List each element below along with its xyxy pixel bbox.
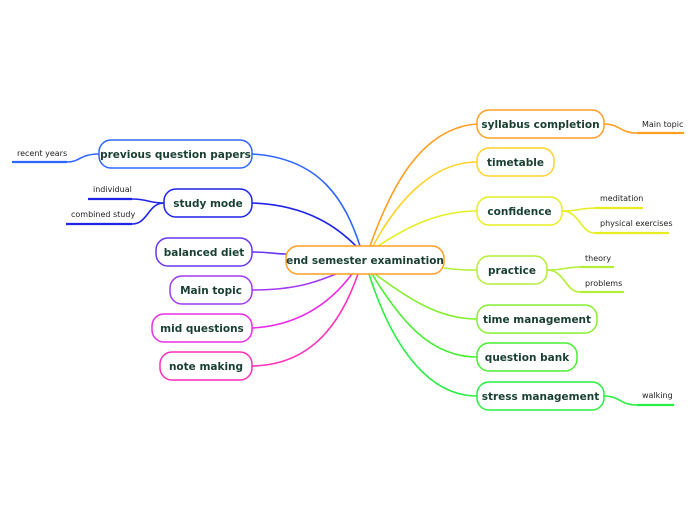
leaf-theory[interactable]: theory: [585, 254, 611, 263]
node-question-bank[interactable]: question bank: [476, 342, 578, 372]
leaf-physical-exercises[interactable]: physical exercises: [600, 219, 673, 228]
node-stress-management[interactable]: stress management: [476, 381, 605, 411]
leaf-problems[interactable]: problems: [585, 279, 622, 288]
svg-text:previous question papers: previous question papers: [100, 149, 251, 161]
leaf-individual[interactable]: individual: [93, 185, 132, 194]
svg-text:Main topic: Main topic: [180, 285, 242, 297]
svg-text:balanced diet: balanced diet: [164, 247, 245, 259]
svg-text:syllabus completion: syllabus completion: [481, 119, 599, 131]
node-time-management[interactable]: time management: [476, 304, 598, 334]
svg-text:note making: note making: [169, 361, 243, 373]
edge-main-topic: [251, 273, 337, 291]
edge-problems: [546, 269, 581, 293]
svg-text:question bank: question bank: [485, 352, 570, 364]
leaf-main-topic[interactable]: Main topic: [642, 120, 683, 129]
edge-walking: [603, 395, 638, 406]
node-syllabus-completion[interactable]: syllabus completion: [476, 109, 605, 139]
node-previous-question-papers[interactable]: previous question papers: [98, 139, 253, 169]
edge-physical-exercises: [561, 210, 596, 234]
node-main-topic[interactable]: Main topic: [169, 275, 253, 305]
node-note-making[interactable]: note making: [159, 351, 253, 381]
central-topic[interactable]: end semester examination: [285, 245, 445, 275]
edge-mid-questions: [251, 273, 353, 329]
edge-combined-study: [131, 202, 165, 225]
edge-note-making: [251, 273, 359, 367]
node-practice[interactable]: practice: [476, 255, 548, 285]
node-confidence[interactable]: confidence: [476, 196, 563, 226]
edge-practice: [443, 267, 478, 271]
edge-main-topic-leaf: [603, 123, 638, 134]
leaf-walking[interactable]: walking: [642, 391, 673, 400]
edge-meditation: [561, 207, 596, 212]
edge-theory: [546, 266, 581, 271]
node-balanced-diet[interactable]: balanced diet: [155, 237, 253, 267]
node-mid-questions[interactable]: mid questions: [151, 313, 253, 343]
leaf-recent-years[interactable]: recent years: [17, 149, 67, 158]
svg-text:confidence: confidence: [487, 206, 551, 218]
central-topic-label: end semester examination: [286, 255, 444, 267]
leaf-combined-study[interactable]: combined study: [71, 210, 135, 219]
edge-individual: [131, 198, 165, 204]
edge-question-bank: [371, 273, 478, 358]
svg-text:practice: practice: [488, 265, 536, 277]
edge-balanced-diet: [251, 251, 287, 255]
leaf-meditation[interactable]: meditation: [600, 194, 643, 203]
edge-stress-management: [368, 273, 478, 397]
edge-study-mode: [251, 202, 357, 247]
node-study-mode[interactable]: study mode: [163, 188, 253, 218]
edge-syllabus-completion: [369, 123, 478, 247]
svg-text:time management: time management: [483, 314, 591, 326]
edge-recent-years: [66, 153, 100, 163]
svg-text:timetable: timetable: [487, 157, 544, 169]
edge-confidence: [377, 210, 478, 247]
edge-time-management: [374, 273, 478, 320]
edge-previous-question-papers: [251, 153, 361, 247]
edge-timetable: [372, 161, 478, 247]
svg-text:mid questions: mid questions: [160, 323, 244, 335]
node-timetable[interactable]: timetable: [476, 147, 555, 177]
svg-text:stress management: stress management: [482, 391, 600, 403]
svg-text:study mode: study mode: [173, 198, 243, 210]
